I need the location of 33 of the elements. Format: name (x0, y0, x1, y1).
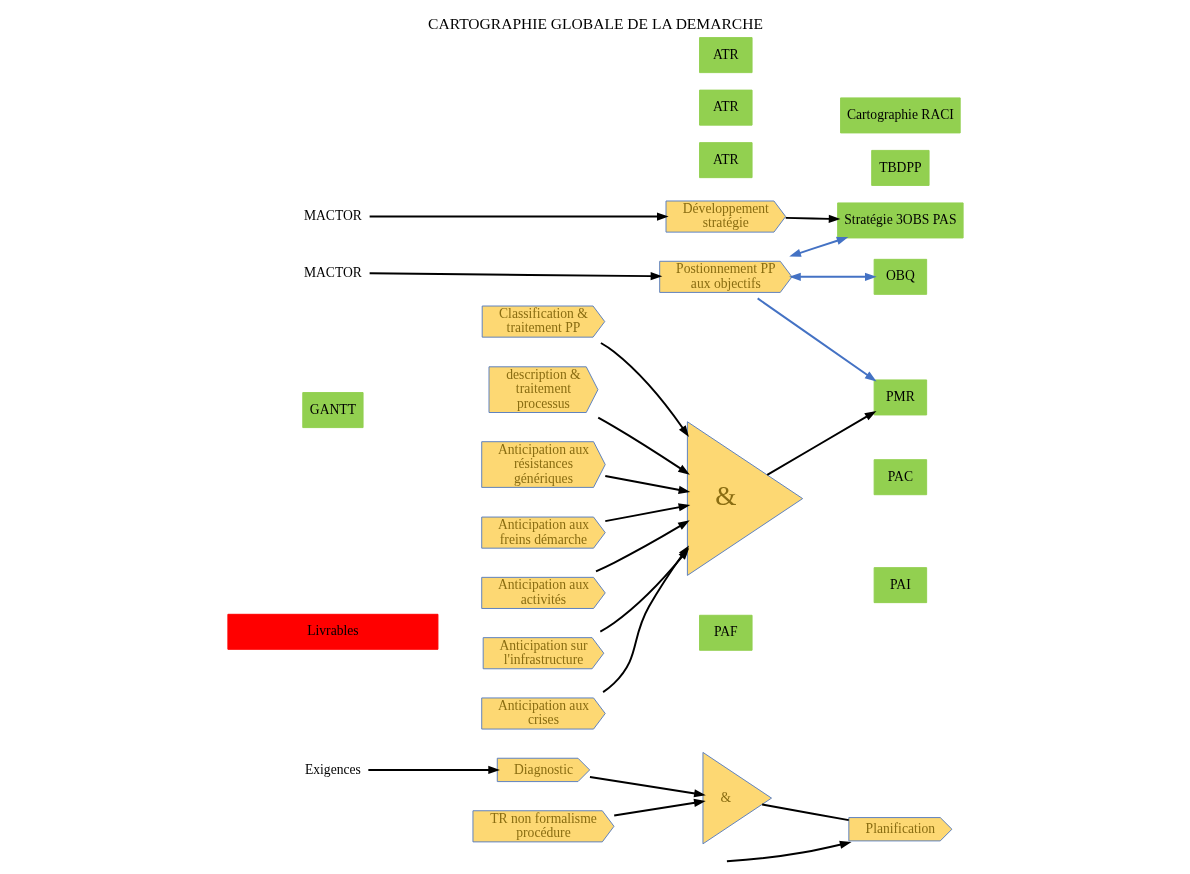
arrow (788, 236, 848, 257)
connector (760, 803, 850, 822)
node-box: PAC (873, 459, 927, 496)
node-box: GANTT (301, 392, 364, 429)
node-box: Cartographie RACI (839, 97, 961, 134)
arrow (784, 214, 840, 223)
node-box: ATR (698, 37, 753, 74)
arrow (368, 212, 669, 221)
node-box: OBQ (873, 258, 927, 295)
arrow (603, 475, 690, 494)
arrow (765, 410, 876, 476)
arrow (588, 776, 706, 798)
node-box: Livrables (226, 613, 438, 650)
arrow (612, 798, 706, 817)
node-box: PAF (698, 614, 753, 651)
node-box: Stratégie 3OBS PAS (836, 202, 964, 239)
arrow (756, 297, 877, 382)
node-box: ATR (698, 89, 753, 126)
node-box: PMR (873, 379, 927, 416)
arrow (366, 765, 500, 774)
node-text: MACTOR (303, 208, 362, 224)
node-box: TBDPP (870, 149, 930, 186)
arrow (603, 503, 690, 523)
node-box: ATR (698, 142, 753, 179)
arrow (599, 342, 689, 438)
arrow (788, 272, 877, 281)
arrow (596, 416, 690, 475)
diagram-title: CARTOGRAPHIE GLOBALE DE LA DEMARCHE (427, 14, 763, 32)
node-text: MACTOR (303, 264, 362, 280)
arrow (368, 272, 662, 281)
arrow (725, 840, 852, 863)
node-text: Exigences (304, 761, 361, 777)
node-box: PAI (873, 567, 927, 604)
